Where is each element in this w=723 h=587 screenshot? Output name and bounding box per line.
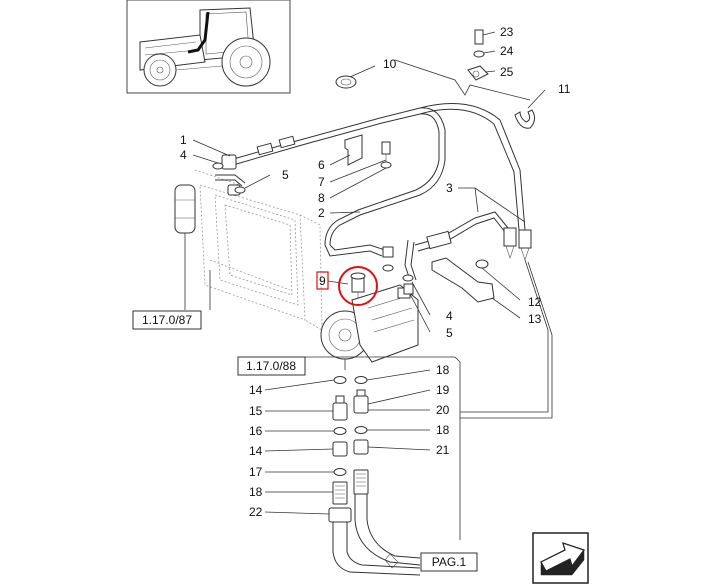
highlight-label-box <box>316 271 329 290</box>
callout-14b[interactable]: 14 <box>249 444 263 458</box>
callout-11[interactable]: 11 <box>558 82 571 96</box>
callout-10[interactable]: 10 <box>383 57 397 71</box>
reference-box-88[interactable]: 1.17.0/88 <box>237 356 306 376</box>
callout-5b[interactable]: 5 <box>446 326 453 340</box>
reference-box-87[interactable]: 1.17.0/87 <box>132 310 202 330</box>
page-reference-box[interactable]: PAG.1 <box>420 552 478 572</box>
leader-lines <box>192 31 553 540</box>
callout-9[interactable]: 9 <box>319 274 326 288</box>
callout-13[interactable]: 13 <box>528 312 542 326</box>
callout-21[interactable]: 21 <box>436 443 450 457</box>
callout-16[interactable]: 16 <box>249 424 263 438</box>
callout-17[interactable]: 17 <box>249 465 263 479</box>
callout-24[interactable]: 24 <box>500 44 514 58</box>
callout-18[interactable]: 18 <box>249 485 263 499</box>
callout-4b[interactable]: 4 <box>446 309 453 323</box>
callout-6[interactable]: 6 <box>318 158 325 172</box>
callout-18c[interactable]: 18 <box>436 423 450 437</box>
callout-8[interactable]: 8 <box>318 191 325 205</box>
callout-12[interactable]: 12 <box>528 295 542 309</box>
callout-18b[interactable]: 18 <box>436 363 450 377</box>
callout-20[interactable]: 20 <box>436 403 450 417</box>
callout-labels: 1 4 5 6 7 8 2 3 9 10 11 12 13 4 5 23 24 … <box>180 25 571 519</box>
small-parts <box>212 29 536 303</box>
ref-label-87: 1.17.0/87 <box>142 313 192 327</box>
next-page-arrow-button[interactable] <box>532 532 589 584</box>
callout-2[interactable]: 2 <box>318 206 325 220</box>
break-line <box>394 59 531 101</box>
ref-label-88: 1.17.0/88 <box>246 359 296 373</box>
callout-22[interactable]: 22 <box>249 505 263 519</box>
condenser-radiator <box>174 169 323 331</box>
callout-1[interactable]: 1 <box>180 133 187 147</box>
tractor-thumbnail <box>126 0 291 94</box>
fittings-stack <box>264 369 431 576</box>
callout-4[interactable]: 4 <box>180 148 187 162</box>
compressor <box>320 284 419 370</box>
callout-5[interactable]: 5 <box>282 168 289 182</box>
callout-14[interactable]: 14 <box>249 383 263 397</box>
callout-25[interactable]: 25 <box>500 65 514 79</box>
callout-23[interactable]: 23 <box>500 25 514 39</box>
callout-15[interactable]: 15 <box>249 404 263 418</box>
highlight-part-circle[interactable] <box>338 266 378 306</box>
callout-19[interactable]: 19 <box>436 383 450 397</box>
callout-7[interactable]: 7 <box>318 175 325 189</box>
callout-3[interactable]: 3 <box>446 181 453 195</box>
ac-hoses <box>215 103 532 281</box>
page-ref-label: PAG.1 <box>432 555 467 569</box>
